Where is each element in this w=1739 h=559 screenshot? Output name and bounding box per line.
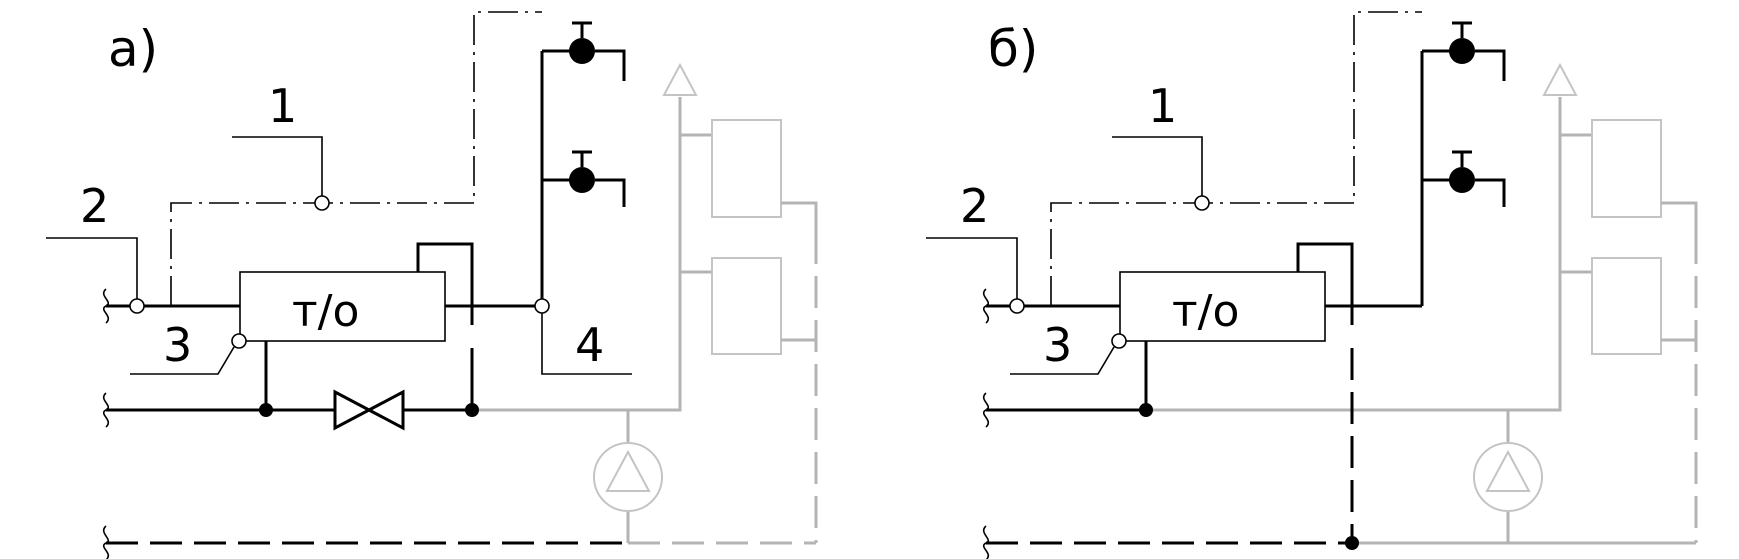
leader-2 [46, 237, 138, 299]
heat-exchanger-label: т/о [1172, 286, 1239, 337]
water-tap-icon-bottom [1449, 150, 1506, 207]
callout-1: 1 [1148, 79, 1177, 133]
sensor-4 [534, 298, 550, 314]
panel-b-circulation-line [1050, 11, 1422, 306]
panel-a-circulation-line [170, 11, 542, 306]
circulation-pump-icon [593, 442, 663, 512]
leader-3 [1010, 346, 1115, 375]
break-mark [102, 525, 110, 559]
sensor-2 [129, 298, 145, 314]
circulation-pump-icon [1473, 442, 1543, 512]
break-mark [102, 288, 110, 324]
panel-a-heating-circuit [432, 62, 818, 545]
radiator-top [1591, 119, 1662, 218]
break-mark [982, 288, 990, 324]
sensor-2 [1009, 298, 1025, 314]
air-vent-icon [662, 62, 698, 96]
water-tap-icon-top [569, 21, 626, 81]
shutoff-valve-icon [333, 389, 405, 431]
leader-1 [1112, 136, 1203, 196]
leader-4 [541, 313, 632, 375]
radiator-top [711, 119, 782, 218]
callout-2: 2 [80, 179, 109, 233]
radiator-bottom [1591, 257, 1662, 355]
callout-1: 1 [268, 79, 297, 133]
callout-4: 4 [575, 318, 604, 372]
panel-a-label: а) [108, 20, 158, 78]
leader-3 [130, 346, 235, 375]
sensor-3 [231, 333, 247, 349]
sensor-3 [1111, 333, 1127, 349]
callout-3: 3 [1043, 318, 1072, 372]
heat-exchanger-label: т/о [292, 286, 359, 337]
callout-3: 3 [163, 318, 192, 372]
break-mark [102, 392, 110, 428]
panel-a: а) т/о [46, 11, 818, 559]
leader-2 [926, 237, 1018, 299]
sensor-1 [314, 195, 330, 211]
water-tap-icon-bottom [569, 150, 626, 207]
callout-2: 2 [960, 179, 989, 233]
air-vent-icon [1542, 62, 1578, 96]
panel-b-label: б) [988, 20, 1038, 78]
leader-1 [232, 136, 323, 196]
panel-b-heating-circuit [1146, 62, 1698, 545]
break-mark [982, 525, 990, 559]
break-mark [982, 392, 990, 428]
panel-b: б) т/о [926, 11, 1698, 559]
radiator-bottom [711, 257, 782, 355]
water-tap-icon-top [1449, 21, 1506, 81]
sensor-1 [1194, 195, 1210, 211]
